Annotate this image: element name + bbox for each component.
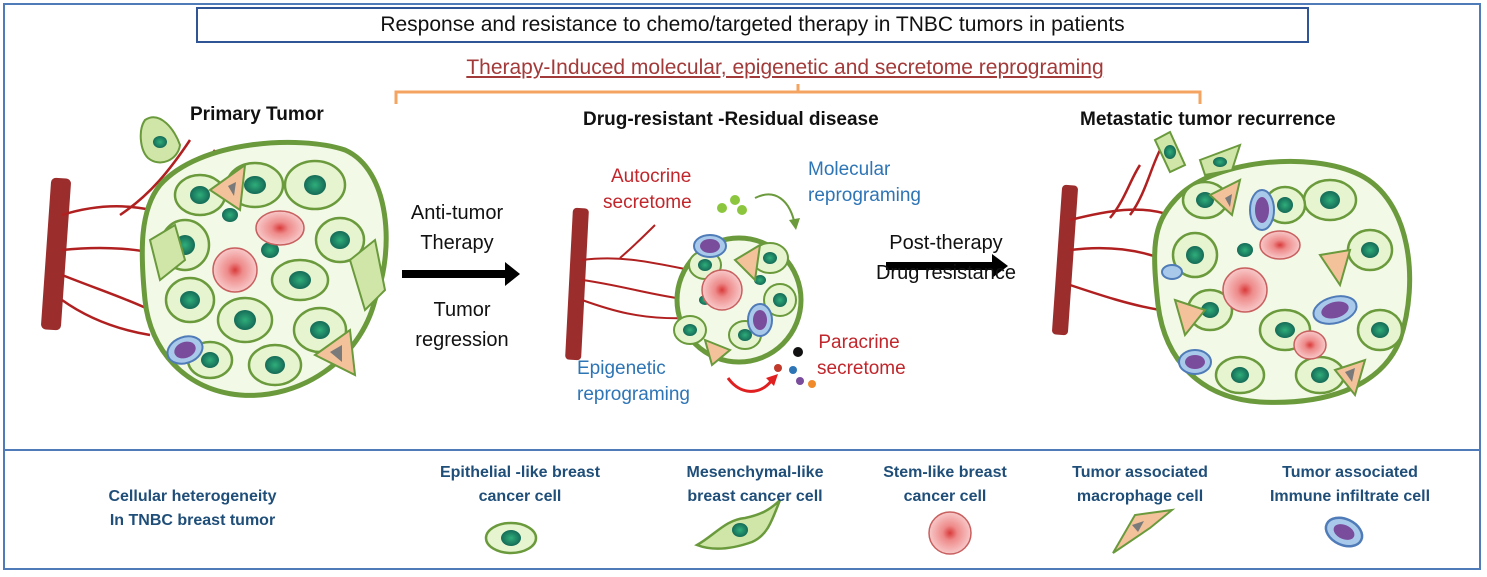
molecular-line2: reprograming — [808, 185, 921, 206]
legend-heading-line2: In TNBC breast tumor — [109, 512, 276, 529]
paracrine-line2: secretome — [817, 358, 906, 379]
molecular-line1: Molecular — [808, 159, 891, 180]
therapy-line2: Therapy — [420, 232, 494, 254]
figure-title-text: Response and resistance to chemo/targete… — [380, 13, 1125, 36]
paracrine-label: Paracrine secretome — [817, 330, 906, 382]
legend-stem-icon — [928, 511, 972, 555]
legend-macrophage-icon — [1112, 508, 1176, 554]
residual-tumor-group — [565, 193, 816, 393]
legend-item-line1: Tumor associated — [1282, 464, 1418, 481]
metastatic-tumor-group — [1052, 130, 1413, 405]
legend-item-line1: Epithelial -like breast — [439, 464, 601, 481]
legend-mesenchymal-icon — [694, 499, 782, 550]
epigenetic-line2: reprograming — [577, 384, 690, 405]
paracrine-line1: Paracrine — [818, 332, 900, 353]
paracrine-secretome-icon — [726, 347, 816, 393]
post-therapy-arrow-icon — [886, 254, 1008, 278]
capillaries-icon — [1069, 149, 1171, 312]
legend-item-line2: cancer cell — [903, 488, 987, 505]
legend-item-epithelial: Epithelial -like breast cancer cell — [420, 461, 620, 509]
stage-title-primary: Primary Tumor — [190, 104, 324, 125]
legend-item-line1: Tumor associated — [1072, 464, 1208, 481]
epigenetic-label: Epigenetic reprograming — [577, 356, 690, 408]
subtitle-bracket — [394, 90, 1202, 104]
legend-item-line2: cancer cell — [478, 488, 562, 505]
legend-heading-line1: Cellular heterogeneity — [108, 488, 277, 505]
stage-title-metastatic: Metastatic tumor recurrence — [1080, 109, 1336, 130]
legend-immune-icon — [1324, 516, 1364, 548]
legend-item-line1: Stem-like breast — [883, 464, 1007, 481]
figure-frame — [3, 3, 1481, 570]
blood-vessel-icon — [41, 177, 71, 331]
legend-heading: Cellular heterogeneity In TNBC breast tu… — [85, 485, 300, 533]
regression-label: Tumor regression — [406, 295, 518, 355]
autocrine-label: Autocrine secretome — [603, 164, 692, 216]
regression-line1: Tumor — [433, 299, 491, 321]
regression-line2: regression — [415, 329, 509, 351]
legend-item-line1: Mesenchymal-like — [686, 464, 824, 481]
capillaries-icon — [581, 224, 691, 320]
therapy-arrow-icon — [402, 262, 520, 286]
legend-item-stem: Stem-like breast cancer cell — [855, 461, 1035, 509]
autocrine-line2: secretome — [603, 192, 692, 213]
metastatic-tumor-outline — [1152, 158, 1413, 405]
legend-item-mesenchymal: Mesenchymal-like breast cancer cell — [655, 461, 855, 509]
legend-item-macrophage: Tumor associated macrophage cell — [1050, 461, 1230, 509]
epigenetic-line1: Epigenetic — [577, 358, 666, 379]
autocrine-line1: Autocrine — [611, 166, 692, 187]
legend-item-line2: Immune infiltrate cell — [1269, 488, 1431, 505]
blood-vessel-icon — [565, 207, 589, 361]
legend-epithelial-icon — [484, 521, 538, 555]
legend-divider — [3, 449, 1481, 451]
legend-item-line2: macrophage cell — [1076, 488, 1204, 505]
therapy-line1: Anti-tumor — [410, 202, 504, 224]
post-therapy-line1: Post-therapy — [889, 232, 1003, 254]
blood-vessel-icon — [1052, 184, 1078, 336]
autocrine-secretome-icon — [717, 193, 800, 230]
figure-subtitle: Therapy-Induced molecular, epigenetic an… — [466, 56, 1104, 79]
primary-tumor-group — [41, 116, 389, 398]
stage-title-residual: Drug-resistant -Residual disease — [583, 109, 879, 130]
figure-title: Response and resistance to chemo/targete… — [196, 7, 1309, 43]
legend-item-line2: breast cancer cell — [687, 488, 823, 505]
post-therapy-line2: Drug resistance — [875, 262, 1017, 284]
therapy-label: Anti-tumor Therapy — [398, 198, 516, 258]
post-therapy-label: Post-therapy Drug resistance — [860, 228, 1032, 288]
legend-item-immune: Tumor associated Immune infiltrate cell — [1245, 461, 1455, 509]
molecular-label: Molecular reprograming — [808, 157, 921, 209]
